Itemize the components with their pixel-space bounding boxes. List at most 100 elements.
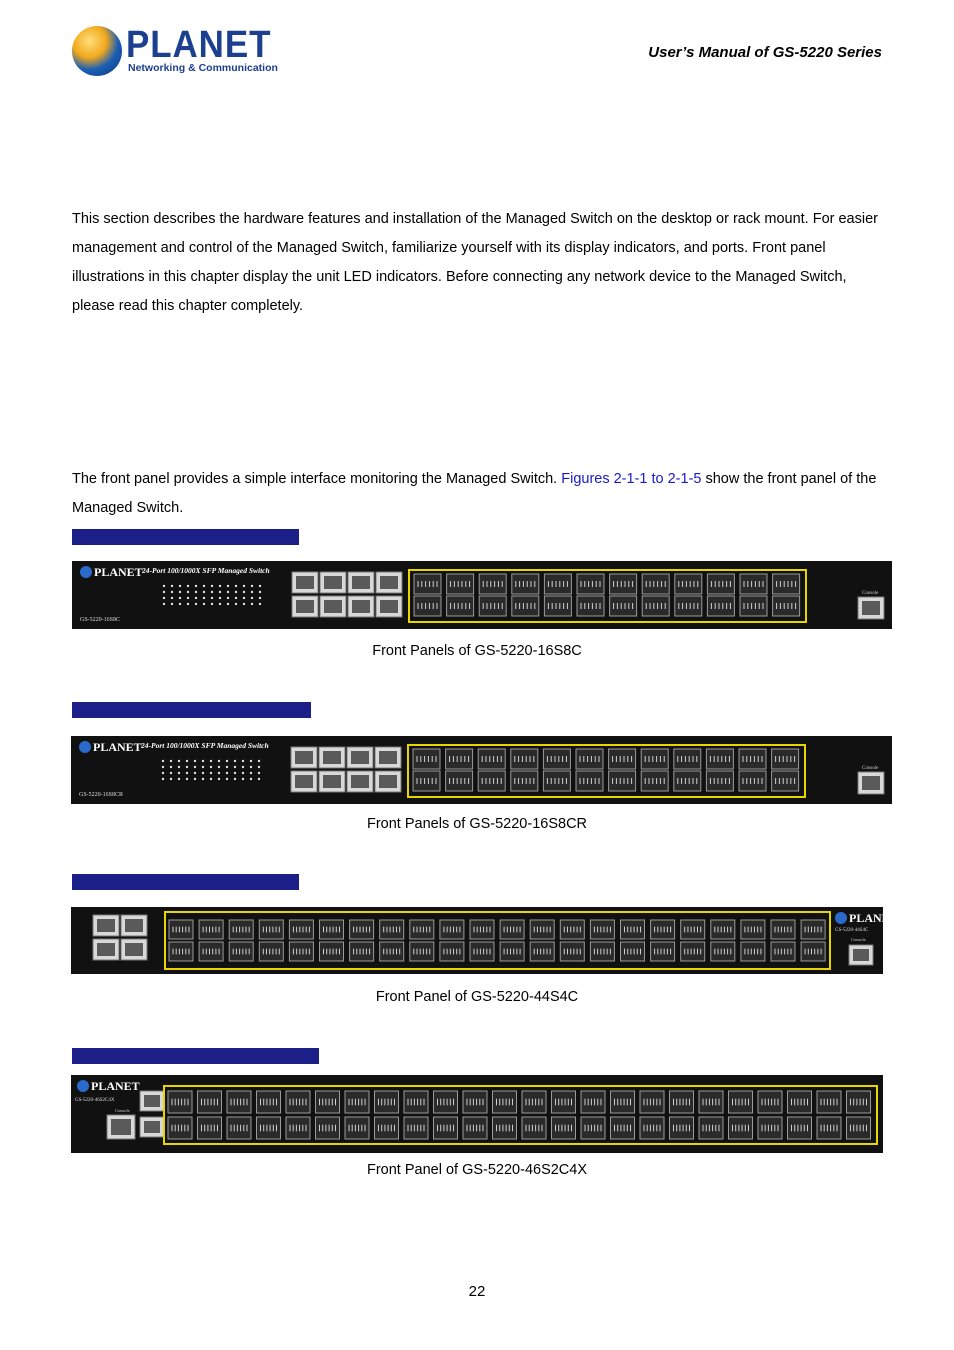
led-indicator	[169, 759, 173, 763]
sfp-port	[349, 919, 375, 940]
sfp-port	[374, 1116, 399, 1140]
logo-tagline: Networking & Communication	[128, 62, 278, 74]
sfp-port	[706, 573, 735, 595]
sfp-port	[576, 573, 605, 595]
led-indicator	[185, 771, 189, 775]
sfp-port	[529, 941, 555, 962]
panel-model: GS-5220-16S8C	[80, 617, 120, 623]
sfp-port	[409, 941, 435, 962]
led-indicator	[249, 771, 253, 775]
sfp-port	[499, 919, 525, 940]
sfp-port	[706, 595, 735, 617]
led-indicator	[209, 771, 213, 775]
rj45-opening	[853, 949, 869, 961]
console-label: Console	[862, 591, 879, 596]
rj45-opening	[324, 576, 342, 589]
led-indicator	[193, 765, 197, 769]
led-indicator	[257, 777, 261, 781]
sfp-port	[462, 1116, 488, 1140]
led-indicator	[178, 590, 182, 594]
sfp-port	[258, 941, 284, 962]
sfp-port	[639, 1090, 665, 1114]
sfp-port	[816, 1090, 842, 1114]
rj45-opening	[97, 919, 115, 932]
sfp-port	[413, 595, 442, 617]
led-indicator	[161, 777, 165, 781]
sfp-port	[609, 573, 638, 595]
sfp-port	[800, 919, 826, 940]
sfp-port	[439, 941, 465, 962]
led-indicator	[249, 777, 253, 781]
sfp-port	[740, 941, 766, 962]
globe-icon	[77, 1080, 89, 1092]
sfp-group-outline	[163, 1085, 878, 1145]
sfp-port	[344, 1116, 370, 1140]
led-indicator	[233, 777, 237, 781]
led-indicator	[169, 777, 173, 781]
led-indicator	[217, 765, 221, 769]
led-indicator	[162, 596, 166, 600]
figures-link[interactable]: Figures 2-1-1 to 2-1-5	[561, 471, 702, 487]
sfp-port	[477, 770, 506, 792]
sfp-port	[575, 770, 604, 792]
led-indicator	[186, 602, 190, 606]
console-label: Console	[115, 1108, 130, 1113]
sfp-port	[462, 1090, 488, 1114]
led-indicator	[217, 777, 221, 781]
led-indicator	[210, 596, 214, 600]
sfp-port	[315, 1116, 340, 1140]
led-indicator	[249, 765, 253, 769]
sfp-port	[757, 1116, 783, 1140]
console-label: Console	[851, 937, 866, 942]
sfp-port	[167, 1090, 193, 1114]
sfp-port	[521, 1090, 547, 1114]
led-indicator	[210, 584, 214, 588]
rj45-opening	[379, 775, 397, 788]
led-indicator	[170, 602, 174, 606]
led-indicator	[209, 765, 213, 769]
sfp-port	[197, 1116, 222, 1140]
led-indicator	[185, 777, 189, 781]
led-indicator	[201, 771, 205, 775]
panel-body	[71, 736, 892, 804]
sfp-port	[445, 748, 474, 770]
led-indicator	[258, 584, 262, 588]
led-indicator	[257, 771, 261, 775]
led-indicator	[242, 602, 246, 606]
led-indicator	[233, 771, 237, 775]
rj45-opening	[352, 600, 370, 613]
rj45-opening	[352, 576, 370, 589]
sfp-port	[800, 941, 826, 962]
panel-title: 24-Port 100/1000X SFP Managed Switch	[140, 741, 269, 750]
sfp-port	[740, 919, 766, 940]
led-indicator	[161, 765, 165, 769]
sfp-port	[168, 941, 194, 962]
led-indicator	[258, 602, 262, 606]
sfp-port	[710, 941, 736, 962]
panel-model: GS-5220-16S8CR	[79, 792, 123, 798]
led-indicator	[177, 777, 181, 781]
led-indicator	[257, 759, 261, 763]
sfp-port	[589, 941, 615, 962]
sfp-port	[445, 770, 474, 792]
rj45-opening	[295, 775, 313, 788]
led-indicator	[226, 602, 230, 606]
led-indicator	[250, 602, 254, 606]
sfp-port	[698, 1090, 724, 1114]
sfp-port	[728, 1116, 753, 1140]
sfp-port	[315, 1090, 340, 1114]
sfp-port	[379, 941, 405, 962]
sfp-port	[492, 1116, 517, 1140]
intro-paragraph: This section describes the hardware feat…	[72, 211, 878, 314]
led-indicator	[177, 765, 181, 769]
rj45-opening	[324, 600, 342, 613]
paragraph-text-before: The front panel provides a simple interf…	[72, 471, 562, 487]
sfp-port	[478, 595, 507, 617]
page-number: 22	[468, 1283, 486, 1300]
sfp-port	[576, 595, 605, 617]
sfp-port	[640, 770, 669, 792]
sfp-port	[846, 1116, 871, 1140]
led-indicator	[193, 771, 197, 775]
